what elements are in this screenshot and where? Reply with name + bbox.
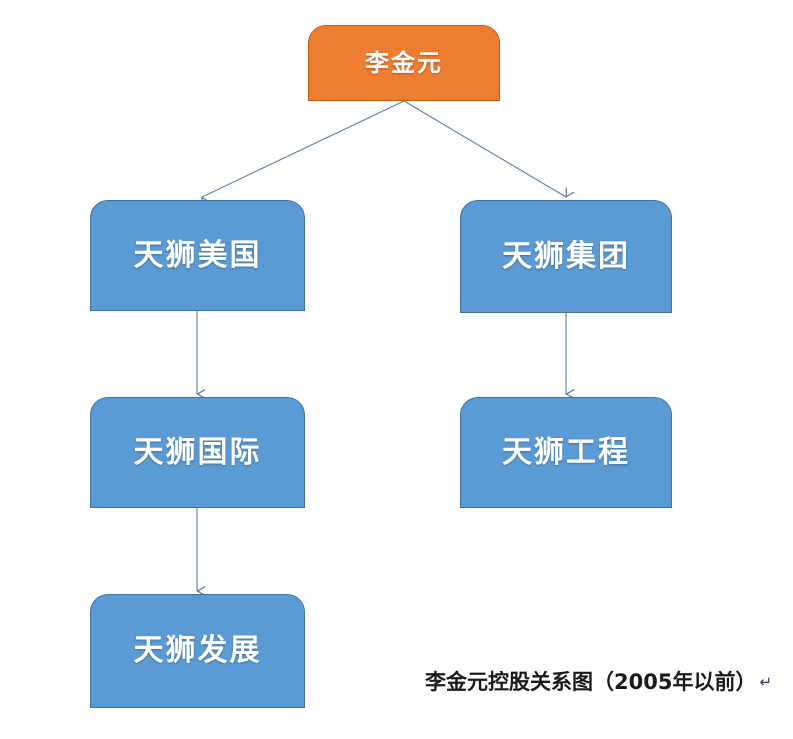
node-tianshi-group[interactable]: 天狮集团 [460, 200, 672, 313]
node-li-jinyuan[interactable]: 李金元 [308, 25, 500, 101]
node-tianshi-development[interactable]: 天狮发展 [90, 594, 305, 708]
node-label: 天狮工程 [502, 434, 630, 470]
node-label: 天狮国际 [133, 434, 262, 470]
connector-root-to-tianshi-group [403, 100, 575, 198]
chart-caption: 李金元控股关系图（2005年以前）↵ [425, 666, 772, 696]
chart-caption-text: 李金元控股关系图（2005年以前） [425, 670, 757, 694]
paragraph-mark-icon: ↵ [759, 673, 773, 691]
node-label: 天狮发展 [133, 633, 262, 668]
node-tianshi-engineering[interactable]: 天狮工程 [460, 397, 672, 508]
node-label: 天狮集团 [502, 238, 630, 274]
node-tianshi-usa[interactable]: 天狮美国 [90, 200, 305, 311]
node-label: 天狮美国 [133, 237, 262, 273]
connector-root-to-tianshi-usa [200, 100, 405, 207]
node-tianshi-international[interactable]: 天狮国际 [90, 397, 305, 508]
node-label: 李金元 [365, 49, 443, 77]
